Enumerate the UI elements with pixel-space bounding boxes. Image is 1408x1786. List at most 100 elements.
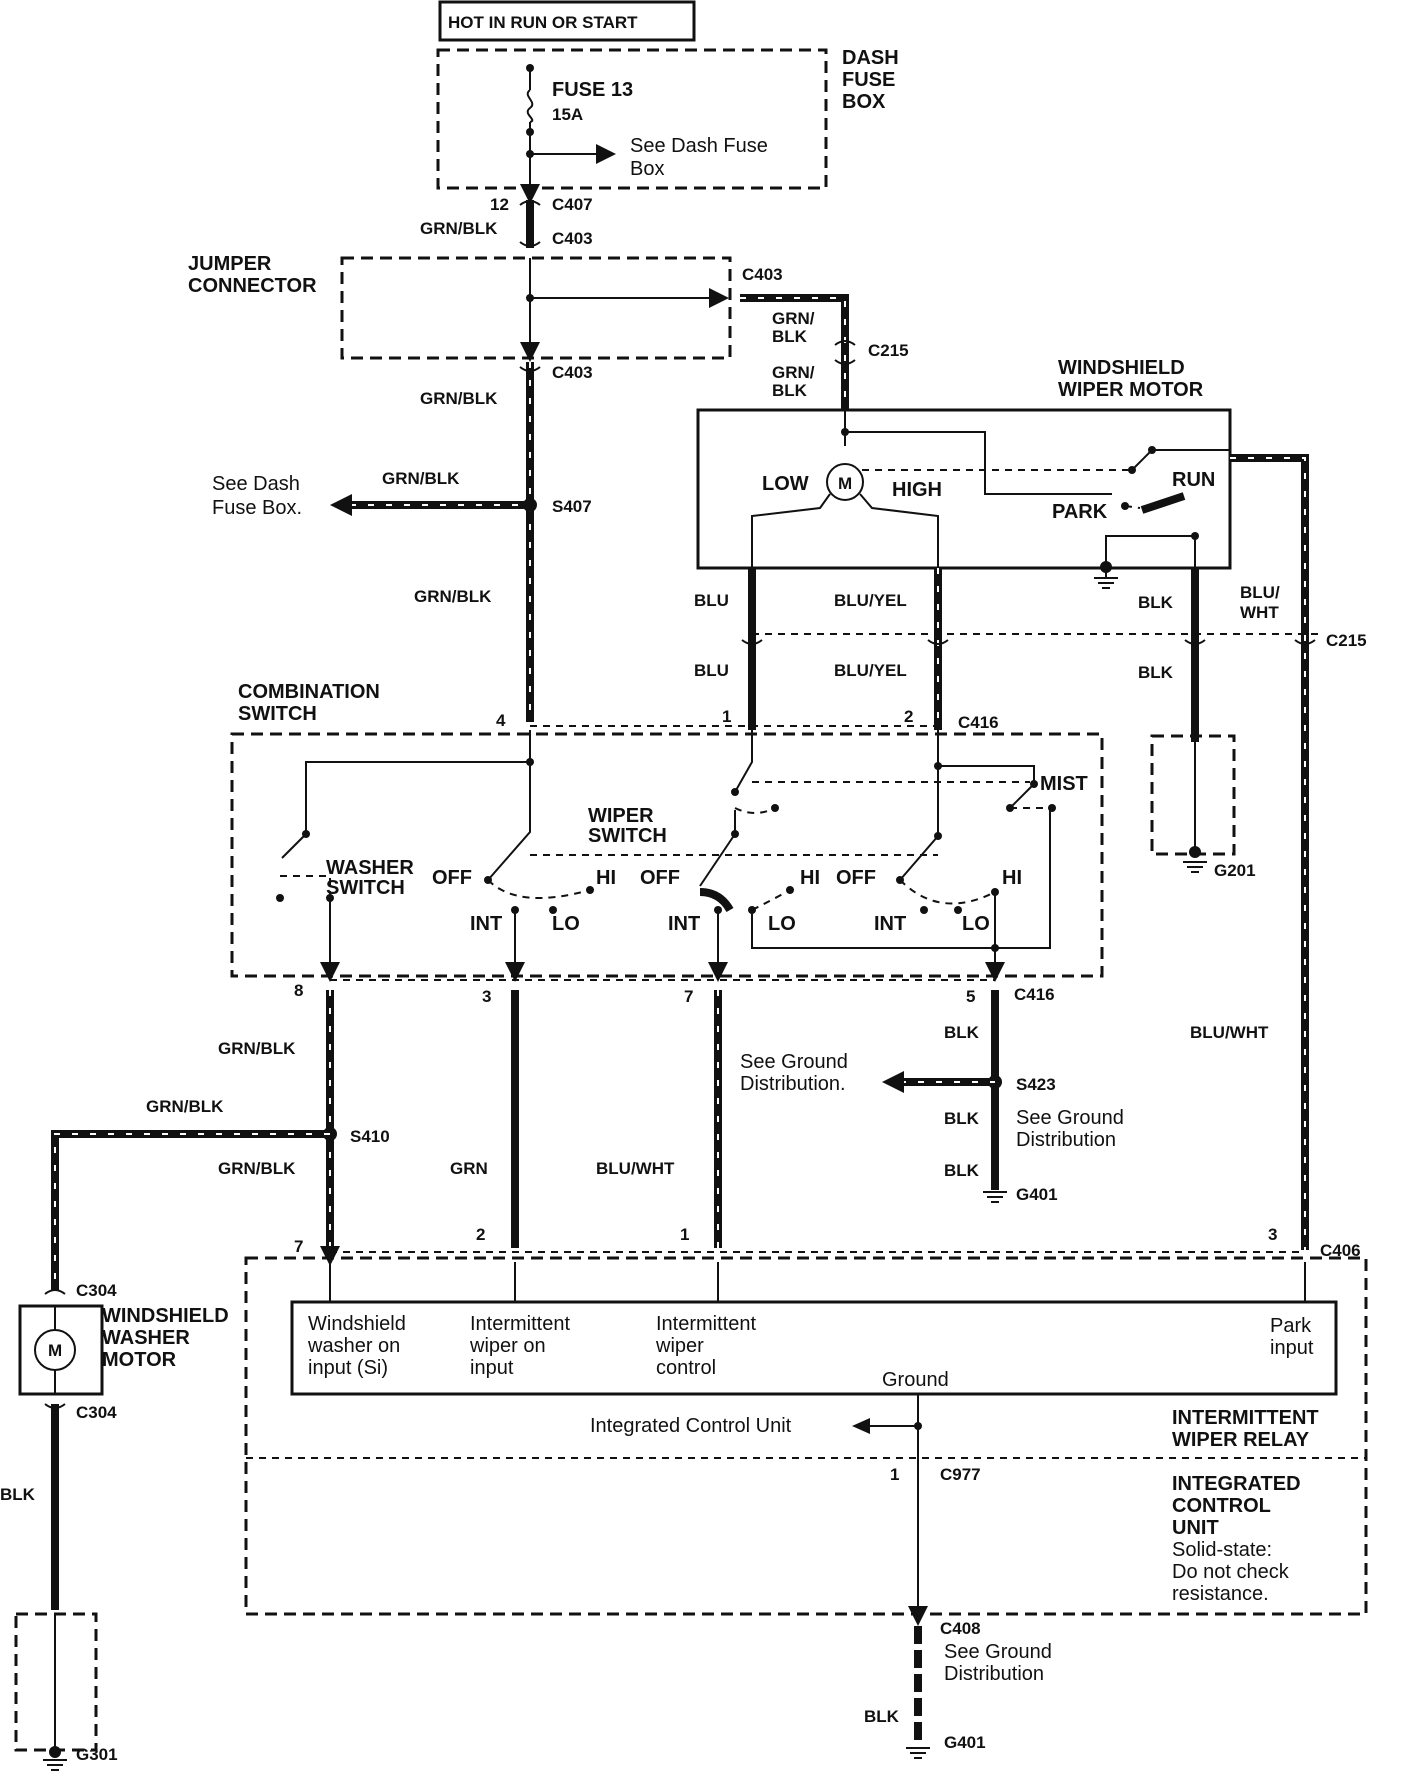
jumper-connector-box: [340, 256, 732, 360]
switch-mist: MIST: [1040, 773, 1088, 795]
washer-motor-label-3: MOTOR: [102, 1349, 177, 1371]
relay-int-wiper-control-2: wiper: [655, 1335, 704, 1357]
washer-motor-box: [18, 1304, 104, 1396]
relay-park-input-2: input: [1270, 1337, 1314, 1359]
switch-int-3: INT: [874, 913, 906, 935]
relay-int-wiper-on-2: wiper on: [469, 1335, 546, 1357]
switch-off-2: OFF: [640, 867, 680, 889]
pin-c977: 1: [890, 1465, 899, 1484]
icu-block-6: resistance.: [1172, 1583, 1269, 1605]
pin-3: 3: [482, 987, 491, 1006]
see-dash-fuse-left-2: Fuse Box.: [212, 497, 302, 519]
wire-blu-1: BLU: [694, 591, 729, 610]
connector-c408: C408: [940, 1619, 981, 1638]
wire-grn-blk-motor-1a: GRN/: [772, 309, 815, 328]
fuse-name: FUSE 13: [552, 79, 633, 101]
wire-blk-3: BLK: [944, 1023, 980, 1042]
relay-int-wiper-control-1: Intermittent: [656, 1313, 756, 1335]
connector-c215-a: C215: [868, 341, 909, 360]
ground-g401-a: G401: [1016, 1185, 1058, 1204]
jumper-connector-label-2: CONNECTOR: [188, 275, 317, 297]
motor-run: RUN: [1172, 469, 1215, 491]
connector-c406: C406: [1320, 1241, 1361, 1260]
motor-park: PARK: [1052, 501, 1108, 523]
combination-switch-label-2: SWITCH: [238, 703, 317, 725]
switch-off-3: OFF: [836, 867, 876, 889]
wire-blk-7: BLK: [0, 1485, 36, 1504]
wire-grn: GRN: [450, 1159, 488, 1178]
pin-12: 12: [490, 195, 509, 214]
pin-7: 7: [684, 987, 693, 1006]
switch-off-1: OFF: [432, 867, 472, 889]
wire-blk-motor-2: BLK: [772, 381, 808, 400]
connector-c416-b: C416: [1014, 985, 1055, 1004]
connector-c403-c: C403: [552, 363, 593, 382]
wire-grn-blk-4: GRN/BLK: [414, 587, 492, 606]
icu-block-3: UNIT: [1172, 1517, 1219, 1539]
icu-block-2: CONTROL: [1172, 1495, 1271, 1517]
relay-park-input-1: Park: [1270, 1315, 1312, 1337]
wiper-motor-label-1: WINDSHIELD: [1058, 357, 1185, 379]
splice-s407: S407: [552, 497, 592, 516]
relay-washer-input-1: Windshield: [308, 1313, 406, 1335]
pin-r3: 3: [1268, 1225, 1277, 1244]
splice-s410: S410: [350, 1127, 390, 1146]
wire-blk-1: BLK: [1138, 593, 1174, 612]
switch-hi-3: HI: [1002, 867, 1022, 889]
wire-blu-wht-3: BLU/WHT: [596, 1159, 675, 1178]
connector-c407: C407: [552, 195, 593, 214]
int-wiper-relay-label-2: WIPER RELAY: [1172, 1429, 1310, 1451]
pin-4: 4: [496, 711, 506, 730]
icu-block-4: Solid-state:: [1172, 1539, 1272, 1561]
combination-switch-label-1: COMBINATION: [238, 681, 380, 703]
wiper-switch-label-2: SWITCH: [588, 825, 667, 847]
relay-int-wiper-control-3: control: [656, 1357, 716, 1379]
switch-hi-1: HI: [596, 867, 616, 889]
see-ground-dist-c-1: See Ground: [944, 1641, 1052, 1663]
washer-motor-m: M: [48, 1341, 62, 1360]
connector-c977: C977: [940, 1465, 981, 1484]
relay-int-wiper-on-3: input: [470, 1357, 514, 1379]
wire-grn-blk-2: GRN/BLK: [420, 389, 498, 408]
hot-label: HOT IN RUN OR START: [448, 13, 638, 32]
wiper-switch-label-1: WIPER: [588, 805, 654, 827]
wire-grn-blk-1: GRN/BLK: [420, 219, 498, 238]
icu-block-1: INTEGRATED: [1172, 1473, 1301, 1495]
connector-c304-a: C304: [76, 1281, 117, 1300]
connector-c215-b: C215: [1326, 631, 1367, 650]
ground-g301: G301: [76, 1745, 118, 1764]
splice-s423: S423: [1016, 1075, 1056, 1094]
wire-blk-motor-1: BLK: [772, 327, 808, 346]
see-ground-dist-a-2: Distribution.: [740, 1073, 846, 1095]
wiper-motor-icon: [826, 463, 864, 501]
wire-blu-2: BLU: [694, 661, 729, 680]
g201-box: [1150, 734, 1236, 856]
wire-grn-blk-6: GRN/BLK: [146, 1097, 224, 1116]
wire-blk-4: BLK: [944, 1109, 980, 1128]
wire-blu-yel-2: BLU/YEL: [834, 661, 907, 680]
icu-block-5: Do not check: [1172, 1561, 1290, 1583]
switch-int-2: INT: [668, 913, 700, 935]
combination-switch-box: [230, 732, 1104, 978]
washer-motor-label-1: WINDSHIELD: [102, 1305, 229, 1327]
dash-fuse-box: [436, 48, 828, 190]
washer-switch-label-2: SWITCH: [326, 877, 405, 899]
switch-lo-1: LO: [552, 913, 580, 935]
wire-blk-6: BLK: [864, 1707, 900, 1726]
pin-1: 1: [722, 707, 731, 726]
pin-5: 5: [966, 987, 975, 1006]
fuse-icon: [526, 89, 534, 123]
pin-r1: 1: [680, 1225, 689, 1244]
wire-blu-wht-2: BLU/WHT: [1190, 1023, 1269, 1042]
wire-blk-2: BLK: [1138, 663, 1174, 682]
wiper-motor-m: M: [838, 474, 852, 493]
wiper-motor-box: [696, 408, 1232, 570]
washer-switch-label-1: WASHER: [326, 857, 414, 879]
relay-washer-input-3: input (Si): [308, 1357, 388, 1379]
dash-fuse-box-label-1: DASH: [842, 47, 899, 69]
ground-g201: G201: [1214, 861, 1256, 880]
wire-blu-yel-1: BLU/YEL: [834, 591, 907, 610]
wire-grn-motor-2: GRN/: [772, 363, 815, 382]
wire-grn-blk-5: GRN/BLK: [218, 1039, 296, 1058]
